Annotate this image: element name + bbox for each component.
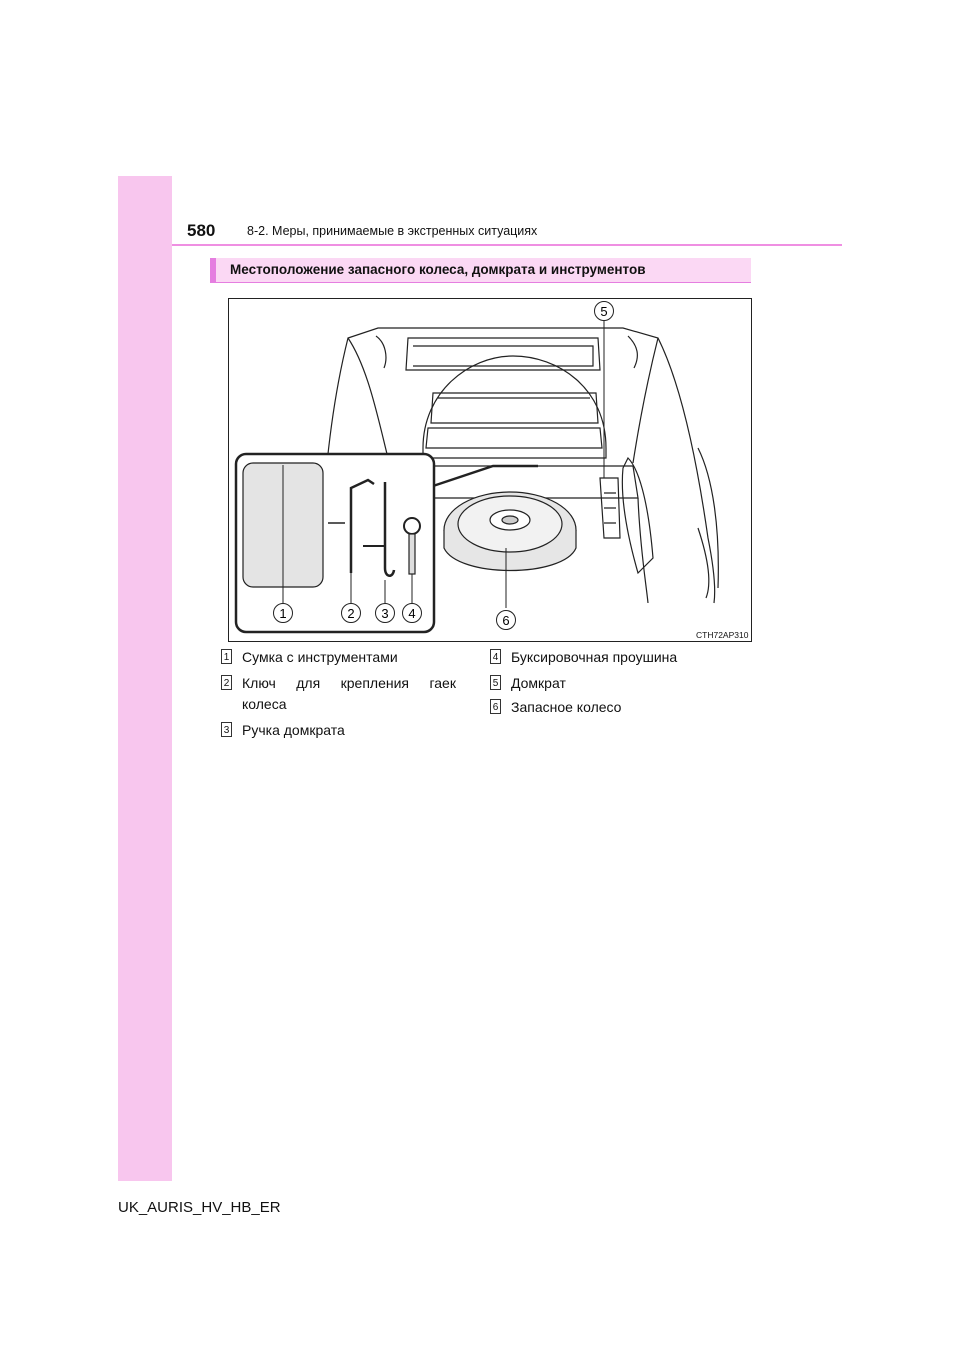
callout-5: 5 [595, 302, 614, 321]
page-number: 580 [187, 221, 215, 241]
svg-text:3: 3 [381, 606, 388, 621]
legend-number: 5 [490, 675, 501, 690]
section-heading: Местоположение запасного колеса, домкрат… [210, 258, 751, 282]
legend-number: 6 [490, 699, 501, 714]
callout-6: 6 [497, 611, 516, 630]
legend-text: Ключ для крепления гаек [242, 673, 456, 693]
callout-1: 1 [274, 604, 293, 623]
legend-text-continuation: колеса [242, 694, 287, 714]
svg-text:1: 1 [279, 606, 286, 621]
footer-document-code: UK_AURIS_HV_HB_ER [118, 1199, 281, 1216]
tools-inset [236, 454, 434, 632]
header-rule [172, 244, 842, 246]
legend-text: Ручка домкрата [242, 720, 345, 740]
spare-wheel-location-illustration: 1 2 3 4 5 6 [228, 298, 752, 642]
legend-text: Домкрат [511, 673, 566, 693]
svg-text:5: 5 [600, 304, 607, 319]
legend-number: 1 [221, 649, 232, 664]
legend-text: Запасное колесо [511, 697, 621, 717]
spare-wheel [444, 492, 576, 571]
legend-text: Сумка с инструментами [242, 647, 398, 667]
callout-4: 4 [403, 604, 422, 623]
svg-text:2: 2 [347, 606, 354, 621]
callout-2: 2 [342, 604, 361, 623]
legend-number: 2 [221, 675, 232, 690]
section-heading-underline [210, 282, 751, 283]
legend-number: 4 [490, 649, 501, 664]
running-header: 8-2. Меры, принимаемые в экстренных ситу… [247, 224, 537, 238]
callout-3: 3 [376, 604, 395, 623]
svg-text:6: 6 [502, 613, 509, 628]
chapter-side-bar [118, 176, 172, 1181]
legend-text: Буксировочная проушина [511, 647, 677, 667]
figure-code: CTH72AP310 [696, 630, 748, 640]
svg-text:4: 4 [408, 606, 415, 621]
legend-number: 3 [221, 722, 232, 737]
